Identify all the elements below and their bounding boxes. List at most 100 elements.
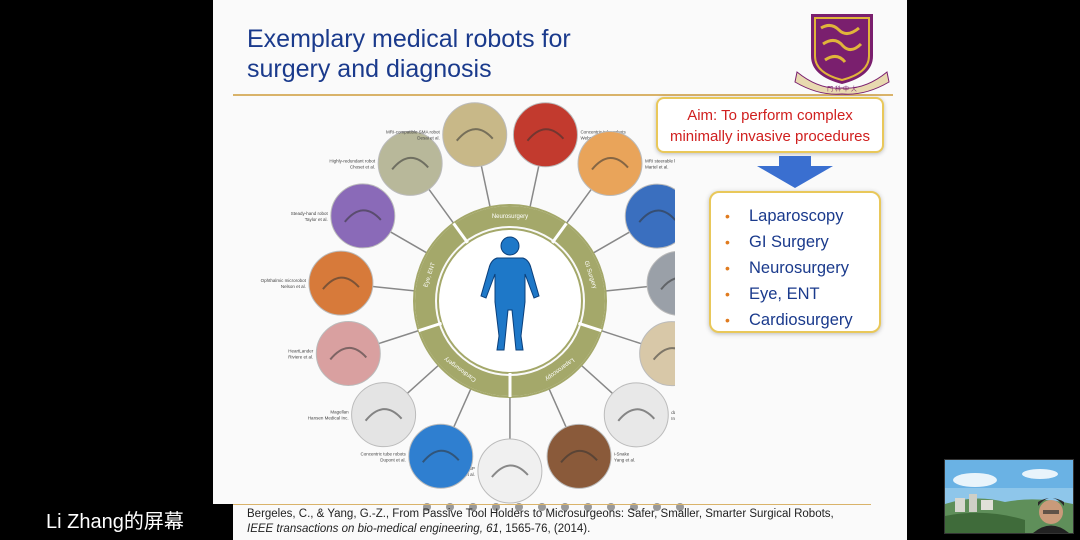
robot-name: Highly-redundant robot bbox=[329, 158, 376, 163]
page-dot[interactable] bbox=[653, 503, 661, 511]
citation-rest: , 1565-76, (2014). bbox=[498, 523, 591, 535]
robot-tool-shape bbox=[391, 156, 429, 171]
robot-tool-shape bbox=[329, 346, 368, 361]
presenter-label-bar bbox=[0, 504, 233, 540]
robot-author: Taylor et al. bbox=[305, 217, 328, 222]
robot-tool-shape bbox=[617, 408, 656, 422]
page-dot[interactable] bbox=[446, 503, 454, 511]
robot-author: Desai et al. bbox=[417, 136, 440, 141]
ring-separator bbox=[452, 222, 469, 244]
aim-line-2: minimally invasive procedures bbox=[669, 128, 871, 145]
slide-title: Exemplary medical robots for surgery and… bbox=[247, 24, 571, 84]
robot-photo bbox=[477, 438, 543, 504]
robot-photo bbox=[603, 382, 669, 448]
page-dot[interactable] bbox=[515, 503, 523, 511]
spoke-line bbox=[565, 188, 592, 224]
page-dot[interactable] bbox=[630, 503, 638, 511]
citation-journal: IEEE transactions on bio-medical enginee… bbox=[247, 523, 499, 535]
robot-tool-shape bbox=[491, 464, 529, 478]
robot-node: MRI steerable bacteriaMartel et al. bbox=[577, 131, 675, 197]
robot-author: Hansen Medical Inc. bbox=[308, 416, 349, 421]
robot-name: Steady-hand robot bbox=[291, 211, 329, 216]
page-indicator-dots bbox=[423, 498, 699, 516]
spokes bbox=[372, 165, 648, 440]
down-arrow-icon bbox=[757, 156, 833, 188]
robot-photo bbox=[442, 102, 508, 168]
robot-tool-shape bbox=[364, 408, 403, 422]
page-dot[interactable] bbox=[538, 503, 546, 511]
slide-title-line-2: surgery and diagnosis bbox=[247, 55, 492, 83]
ring-separators bbox=[418, 222, 602, 397]
aim-line-1: Aim: To perform complex bbox=[687, 107, 853, 124]
university-crest-logo: 門 科 中 大 bbox=[794, 14, 890, 95]
robot-photo bbox=[351, 382, 417, 448]
procedures-box: •Laparoscopy • GI Surgery • Neurosurgery •… bbox=[709, 191, 881, 333]
citation: Bergeles, C., & Yang, G.-Z., From Passiv… bbox=[247, 507, 834, 537]
bullet-icon: • bbox=[725, 312, 730, 328]
page-dot[interactable] bbox=[469, 503, 477, 511]
page-dot[interactable] bbox=[492, 503, 500, 511]
robot-name: HeartLander bbox=[288, 348, 314, 353]
presenter-name: Li Zhang的屏幕 bbox=[46, 511, 184, 533]
spoke-line bbox=[406, 364, 440, 394]
page-dot[interactable] bbox=[423, 503, 431, 511]
page-dot[interactable] bbox=[676, 503, 684, 511]
aim-callout: Aim: To perform complex minimally invasi… bbox=[656, 97, 884, 153]
spoke-line bbox=[548, 388, 567, 428]
procedure-item: •Laparoscopy bbox=[725, 203, 879, 229]
robot-photo bbox=[639, 321, 675, 387]
webcam-video-thumbnail[interactable] bbox=[944, 459, 1074, 534]
footer-divider bbox=[231, 504, 871, 505]
citation-line-2: IEEE transactions on bio-medical enginee… bbox=[247, 522, 834, 537]
robot-tool-shape bbox=[591, 157, 629, 171]
bullet-icon: • bbox=[725, 260, 730, 276]
human-body-icon bbox=[480, 236, 540, 351]
crest-motto: 門 科 中 大 bbox=[827, 85, 857, 93]
page-dot[interactable] bbox=[561, 503, 569, 511]
robot-photo bbox=[624, 183, 675, 249]
robot-author: Intuitive Surgical Inc. bbox=[671, 416, 675, 421]
ring-separator bbox=[578, 321, 602, 333]
robot-nodes: Concentric tube robotsWebster et al.MRI … bbox=[261, 102, 675, 504]
spoke-line bbox=[529, 165, 540, 208]
procedure-item: •Cardiosurgery bbox=[725, 307, 879, 333]
spoke-line bbox=[605, 285, 648, 292]
spoke-line bbox=[390, 231, 428, 254]
robot-author: Nelson et al. bbox=[281, 284, 306, 289]
robot-photo bbox=[315, 320, 381, 386]
robot-tool-shape bbox=[526, 128, 565, 142]
spoke-line bbox=[480, 165, 491, 208]
spoke-line bbox=[592, 231, 630, 254]
procedure-label: GI Surgery bbox=[749, 233, 829, 251]
robot-author: Dupont et al. bbox=[380, 457, 406, 462]
robot-tool-shape bbox=[560, 449, 598, 463]
robot-tool-shape bbox=[322, 276, 360, 290]
spoke-line bbox=[580, 364, 614, 394]
bullet-icon: • bbox=[725, 208, 730, 224]
robot-name: Magellan bbox=[330, 410, 349, 415]
robot-photo bbox=[646, 251, 675, 316]
page-dot[interactable] bbox=[607, 503, 615, 511]
spoke-line bbox=[378, 329, 419, 345]
page-dot[interactable] bbox=[584, 503, 592, 511]
robot-photo bbox=[330, 183, 396, 249]
robot-node: AesculapKarl Storz GmbH bbox=[624, 183, 675, 249]
bullet-icon: • bbox=[725, 286, 730, 302]
procedure-label: Neurosurgery bbox=[749, 259, 849, 277]
robot-photo bbox=[546, 423, 612, 489]
presentation-slide: Exemplary medical robots for surgery and… bbox=[213, 0, 907, 540]
robot-node: MASCESitti et al. bbox=[639, 321, 675, 387]
robot-name: i-Snake bbox=[614, 451, 630, 456]
robot-photo bbox=[577, 131, 643, 197]
robot-name: da Vinci bbox=[671, 410, 675, 415]
robot-node: Active capsuleChen et al. bbox=[646, 251, 675, 316]
slide-title-line-1: Exemplary medical robots for bbox=[247, 25, 571, 53]
bullet-icon: • bbox=[725, 234, 730, 250]
procedure-list: •Laparoscopy • GI Surgery • Neurosurgery •… bbox=[725, 203, 879, 333]
robot-photo bbox=[408, 423, 474, 489]
